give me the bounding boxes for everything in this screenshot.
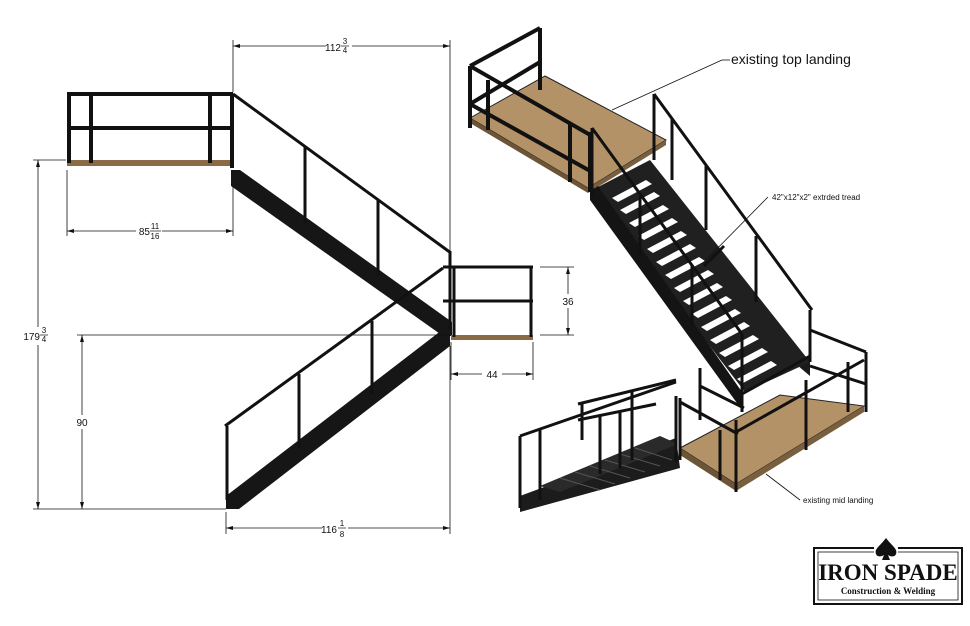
isometric-view: existing top landing 42"x12"x2" extrded … (468, 26, 873, 512)
iso-mid-railing (678, 328, 868, 492)
callout-leaders (611, 59, 801, 501)
top-landing-railing (67, 92, 234, 168)
dim-whole: 116 (321, 525, 337, 536)
dim-numerator: 1 (340, 519, 345, 528)
logo-title: IRON SPADE (818, 560, 958, 585)
lower-stringer (226, 330, 450, 509)
iron-spade-logo: IRON SPADE Construction & Welding (813, 538, 963, 605)
iso-lower-treads (540, 436, 678, 492)
dim-numerator: 11 (151, 222, 160, 231)
dim-top-landing-width: 85 11 16 (136, 222, 162, 242)
lower-handrail (224, 266, 444, 500)
dim-value: 44 (486, 370, 498, 381)
dim-lower-height: 90 (74, 415, 92, 429)
iso-lower-railing (518, 378, 678, 508)
logo-subtitle: Construction & Welding (841, 586, 936, 596)
upper-stringer (231, 170, 452, 336)
dimension-arrows (36, 44, 570, 530)
iso-top-railing (468, 26, 593, 192)
dim-value: 90 (76, 418, 88, 429)
callout-tread: 42"x12"x2" extrded tread (772, 193, 860, 202)
callout-mid-landing: existing mid landing (803, 496, 873, 505)
dim-whole: 112 (325, 43, 341, 54)
dim-denominator: 4 (42, 335, 47, 344)
iso-treads (612, 180, 777, 383)
dim-overall-top-width: 112 3 4 (325, 37, 352, 56)
dim-whole: 179 (23, 332, 40, 343)
dim-mid-landing-depth: 44 (482, 367, 502, 381)
mid-landing-railing (443, 265, 533, 337)
spade-icon (874, 538, 898, 560)
iso-stair-handrails (590, 93, 814, 412)
dim-value: 36 (562, 297, 574, 308)
dim-denominator: 8 (340, 530, 345, 539)
dim-rail-height: 36 (559, 294, 577, 308)
dim-denominator: 16 (151, 232, 160, 241)
dim-numerator: 3 (42, 326, 47, 335)
iso-top-landing-edge (470, 118, 588, 193)
top-landing-deck (67, 160, 233, 166)
mid-landing-deck (451, 335, 533, 340)
dim-overall-height: 179 3 4 (23, 326, 50, 345)
dim-lower-run-width: 116 1 8 (321, 519, 348, 540)
dim-whole: 85 (139, 227, 151, 238)
callout-top-landing: existing top landing (731, 51, 851, 67)
dim-numerator: 3 (343, 37, 348, 46)
upper-handrail (232, 92, 452, 330)
elevation-view: 112 3 4 85 11 16 179 3 4 90 36 (23, 37, 577, 540)
dim-denominator: 4 (343, 46, 348, 55)
